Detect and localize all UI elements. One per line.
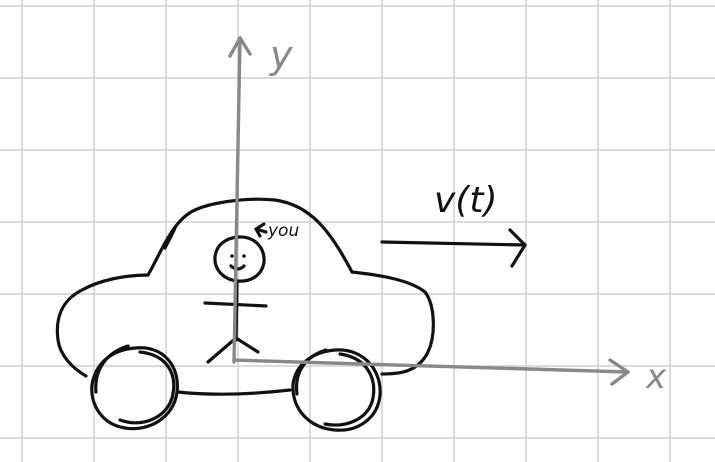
- velocity-arrowhead: [508, 228, 527, 268]
- x-axis-arrowhead: [608, 358, 630, 386]
- y-axis-arrowhead: [228, 36, 252, 58]
- person-legs: [206, 336, 260, 364]
- y-axis: [232, 36, 242, 364]
- person: you: [203, 221, 299, 364]
- window-mark: [163, 226, 177, 250]
- axes: y x: [228, 33, 667, 397]
- person-label: you: [267, 221, 299, 241]
- x-axis-label: x: [645, 357, 667, 397]
- car: [55, 197, 435, 432]
- x-axis: [232, 358, 630, 374]
- velocity-arrow: [380, 240, 527, 247]
- front-wheel: [291, 348, 382, 432]
- y-axis-label: y: [269, 33, 293, 77]
- car-body: [55, 197, 435, 396]
- velocity-vector: v(t): [380, 180, 527, 268]
- person-head: [213, 235, 266, 283]
- velocity-label: v(t): [434, 180, 498, 221]
- rear-wheel: [90, 344, 179, 431]
